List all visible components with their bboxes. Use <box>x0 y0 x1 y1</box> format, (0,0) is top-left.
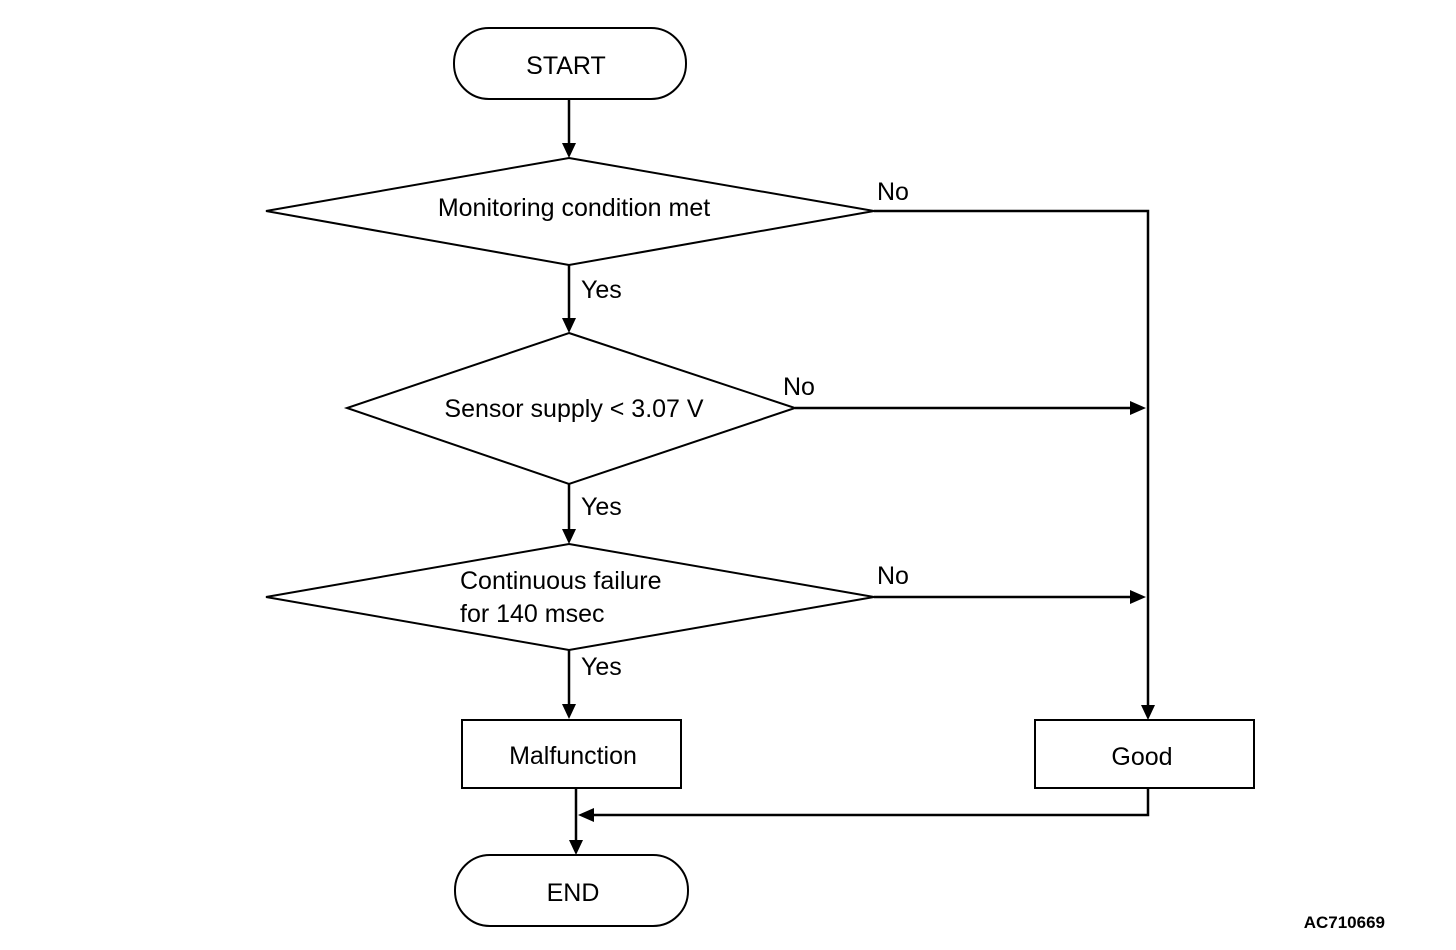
arrowhead-to-end <box>569 840 583 855</box>
arrowhead-continuous-no <box>1130 590 1146 604</box>
decision-continuous-failure <box>265 542 875 652</box>
arrowhead-to-good <box>1141 705 1155 720</box>
decision-continuous-label-line1: Continuous failure <box>460 567 662 595</box>
continuous-yes-label: Yes <box>581 653 622 681</box>
arrowhead-to-malfunction <box>562 704 576 719</box>
sensor-no-label: No <box>783 373 815 401</box>
malfunction-box <box>461 719 682 789</box>
decision-continuous-label-line2: for 140 msec <box>460 600 605 628</box>
arrowhead-good-merge <box>578 808 594 822</box>
arrowhead-sensor-no <box>1130 401 1146 415</box>
monitoring-no-label: No <box>877 178 909 206</box>
good-box <box>1034 719 1255 789</box>
end-terminator <box>454 854 689 927</box>
decision-sensor-label: Sensor supply < 3.07 V <box>444 395 704 423</box>
continuous-no-label: No <box>877 562 909 590</box>
monitoring-yes-label: Yes <box>581 276 622 304</box>
malfunction-label: Malfunction <box>509 742 637 770</box>
connector-monitoring-no <box>874 209 1150 707</box>
sensor-yes-label: Yes <box>581 493 622 521</box>
arrowhead-to-monitoring <box>562 143 576 158</box>
arrowhead-to-continuous <box>562 529 576 544</box>
arrowhead-to-sensor <box>562 318 576 333</box>
good-label: Good <box>1111 743 1172 771</box>
end-label: END <box>547 879 600 907</box>
start-label: START <box>526 52 606 80</box>
decision-monitoring-label: Monitoring condition met <box>438 194 710 222</box>
connector-good-to-end <box>592 788 1150 817</box>
figure-id: AC710669 <box>1304 913 1385 932</box>
